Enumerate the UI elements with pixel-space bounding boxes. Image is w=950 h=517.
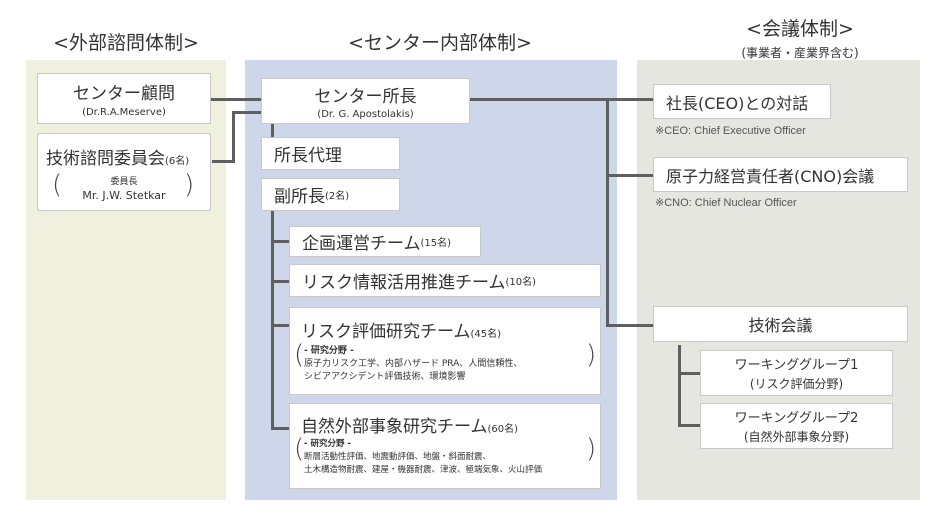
natural-hazard-field-line: 土木構造物耐震、建屋・機器耐震、津波、極端気象、火山評価 [304, 465, 543, 475]
advisor-title: センター顧問 [73, 84, 175, 104]
committee-role: 委員長 [110, 177, 138, 187]
committee-box: 技術諮問委員会(6名) ( ) 委員長 Mr. J.W. Stetkar [37, 133, 211, 211]
line-team-trunk [271, 210, 274, 430]
risk-eval-field-line: 原子力リスク工学、内部ハザード PRA、人間信頼性、 [304, 359, 523, 369]
advisor-box: センター顧問 (Dr.R.A.Meserve) [37, 73, 211, 124]
advisor-name: (Dr.R.A.Meserve) [82, 107, 166, 118]
committee-chair: 委員長 Mr. J.W. Stetkar [64, 174, 184, 202]
meeting-header: <会議体制> (事業者・産業界含む) [680, 14, 920, 61]
committee-title: 技術諮問委員会 [46, 149, 165, 169]
cno-meeting-title: 原子力経営責任者(CNO)会議 [666, 166, 875, 186]
tech-meeting-box: 技術会議 [653, 306, 908, 342]
natural-hazard-field-line: 断層活動性評価、地震動評価、地盤・斜面耐震、 [304, 452, 492, 462]
line-committee-director [232, 111, 264, 114]
line-director-ceo [468, 98, 653, 101]
ceo-dialogue-box: 社長(CEO)との対話 [653, 84, 831, 119]
team-planning-title: 企画運営チーム [302, 234, 421, 254]
line-wg-trunk [678, 345, 681, 427]
team-planning-count: (15名) [420, 238, 452, 249]
committee-paren-left: ( [52, 170, 63, 200]
risk-eval-field-label: - 研究分野 - [304, 346, 354, 356]
risk-eval-paren-left: ( [294, 340, 305, 370]
meeting-header-title: <会議体制> [746, 18, 854, 40]
wg2-title: ワーキンググループ2 [734, 411, 859, 426]
deputy-director-title: 副所長 [274, 187, 325, 207]
wg2-subtitle: (自然外部事象分野) [743, 430, 850, 444]
team-box-planning: 企画運営チーム(15名) [289, 226, 481, 257]
risk-eval-field-line: シビアアクシデント評価技術、環境影響 [304, 372, 466, 382]
director-box: センター所長 (Dr. G. Apostolakis) [261, 78, 470, 124]
wg1-subtitle: (リスク評価分野) [749, 377, 844, 391]
line-team-1 [271, 240, 289, 243]
natural-hazard-field-label: - 研究分野 - [304, 439, 351, 449]
external-header: <外部諮問体制> [26, 28, 226, 55]
team-box-risk-eval: リスク評価研究チーム(45名) ( ) - 研究分野 - 原子力リスク工学、内部… [289, 307, 601, 395]
line-committee-stub [212, 160, 235, 163]
acting-director-title: 所長代理 [274, 146, 342, 166]
tech-meeting-title: 技術会議 [748, 316, 813, 335]
line-committee-vertical [232, 111, 235, 163]
wg1-box: ワーキンググループ1 (リスク評価分野) [700, 350, 893, 396]
internal-header-title: <センター内部体制> [348, 32, 532, 54]
committee-heading: 技術諮問委員会(6名) [46, 144, 189, 169]
line-advisor-director [200, 98, 264, 101]
cno-note: ※CNO: Chief Nuclear Officer [655, 197, 797, 209]
team-box-natural-hazard: 自然外部事象研究チーム(60名) ( ) - 研究分野 - 断層活動性評価、地震… [289, 403, 601, 489]
line-team-4 [271, 427, 289, 430]
team-risk-eval-title: リスク評価研究チーム [301, 322, 471, 342]
external-panel [26, 60, 226, 500]
external-header-title: <外部諮問体制> [53, 32, 199, 54]
team-risk-info-title: リスク情報活用推進チーム [302, 273, 506, 293]
internal-header: <センター内部体制> [290, 28, 590, 55]
committee-count: (6名) [165, 156, 190, 167]
natural-hazard-paren-right: ) [586, 434, 597, 464]
committee-paren-right: ) [184, 170, 195, 200]
line-team-3 [271, 324, 289, 327]
natural-hazard-fields: - 研究分野 - 断層活動性評価、地震動評価、地盤・斜面耐震、 土木構造物耐震、… [304, 438, 542, 477]
risk-eval-paren-right: ) [586, 340, 597, 370]
line-to-cno [606, 174, 653, 177]
deputy-director-count: (2名) [325, 191, 350, 202]
team-natural-hazard-count: (60名) [487, 424, 519, 435]
acting-director-box: 所長代理 [261, 137, 400, 170]
wg2-box: ワーキンググループ2 (自然外部事象分野) [700, 403, 893, 449]
team-risk-info-count: (10名) [505, 277, 537, 288]
risk-eval-fields: - 研究分野 - 原子力リスク工学、内部ハザード PRA、人間信頼性、 シビアア… [304, 345, 522, 384]
ceo-dialogue-title: 社長(CEO)との対話 [666, 93, 809, 113]
team-risk-eval-heading: リスク評価研究チーム(45名) [301, 317, 501, 342]
cno-meeting-box: 原子力経営責任者(CNO)会議 [653, 157, 908, 192]
committee-chair-name: Mr. J.W. Stetkar [82, 189, 166, 202]
line-wg-1 [678, 372, 700, 375]
team-natural-hazard-heading: 自然外部事象研究チーム(60名) [301, 412, 518, 437]
deputy-director-box: 副所長(2名) [261, 178, 400, 211]
line-director-acting [271, 122, 274, 138]
line-wg-2 [678, 424, 700, 427]
line-to-tech [606, 324, 653, 327]
line-meeting-trunk [606, 98, 609, 326]
director-name: (Dr. G. Apostolakis) [317, 109, 414, 120]
team-risk-eval-count: (45名) [470, 329, 502, 340]
ceo-note: ※CEO: Chief Executive Officer [655, 125, 806, 137]
natural-hazard-paren-left: ( [294, 434, 305, 464]
meeting-header-subtitle: (事業者・産業界含む) [741, 46, 859, 60]
team-box-risk-info: リスク情報活用推進チーム(10名) [289, 264, 601, 297]
team-natural-hazard-title: 自然外部事象研究チーム [301, 417, 488, 437]
wg1-title: ワーキンググループ1 [734, 358, 859, 373]
line-team-2 [271, 280, 289, 283]
director-title: センター所長 [314, 87, 417, 107]
